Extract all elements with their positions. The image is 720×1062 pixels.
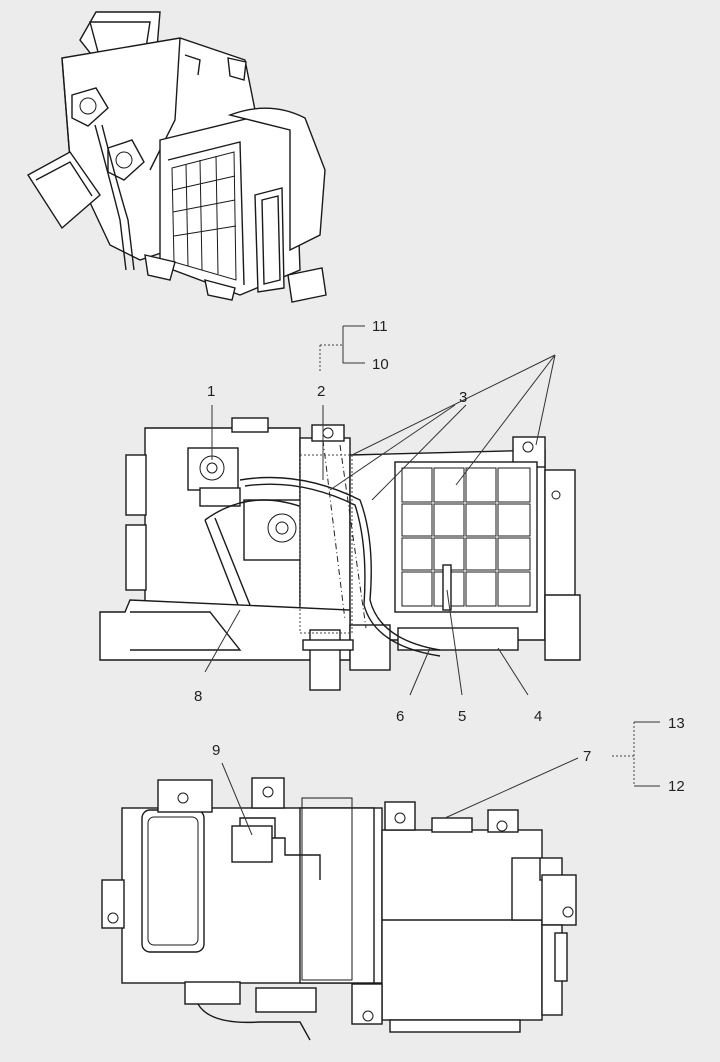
front-view — [99, 417, 581, 691]
callout-10: 10 — [372, 356, 389, 373]
callout-12: 12 — [668, 778, 685, 795]
callout-2: 2 — [317, 383, 325, 400]
callout-5: 5 — [458, 708, 466, 725]
isometric-view — [27, 11, 327, 303]
callout-3: 3 — [459, 389, 467, 406]
callout-11: 11 — [372, 318, 388, 335]
callout-6: 6 — [396, 708, 404, 725]
callout-labels: 11 10 1 2 3 8 6 5 4 9 7 13 12 — [194, 318, 685, 795]
callout-13: 13 — [668, 715, 685, 732]
callout-1: 1 — [207, 383, 215, 400]
callout-4: 4 — [534, 708, 542, 725]
leader-lines — [204, 325, 660, 836]
top-view — [101, 777, 577, 1041]
callout-8: 8 — [194, 688, 202, 705]
callout-9: 9 — [212, 742, 220, 759]
callout-7: 7 — [583, 748, 591, 765]
